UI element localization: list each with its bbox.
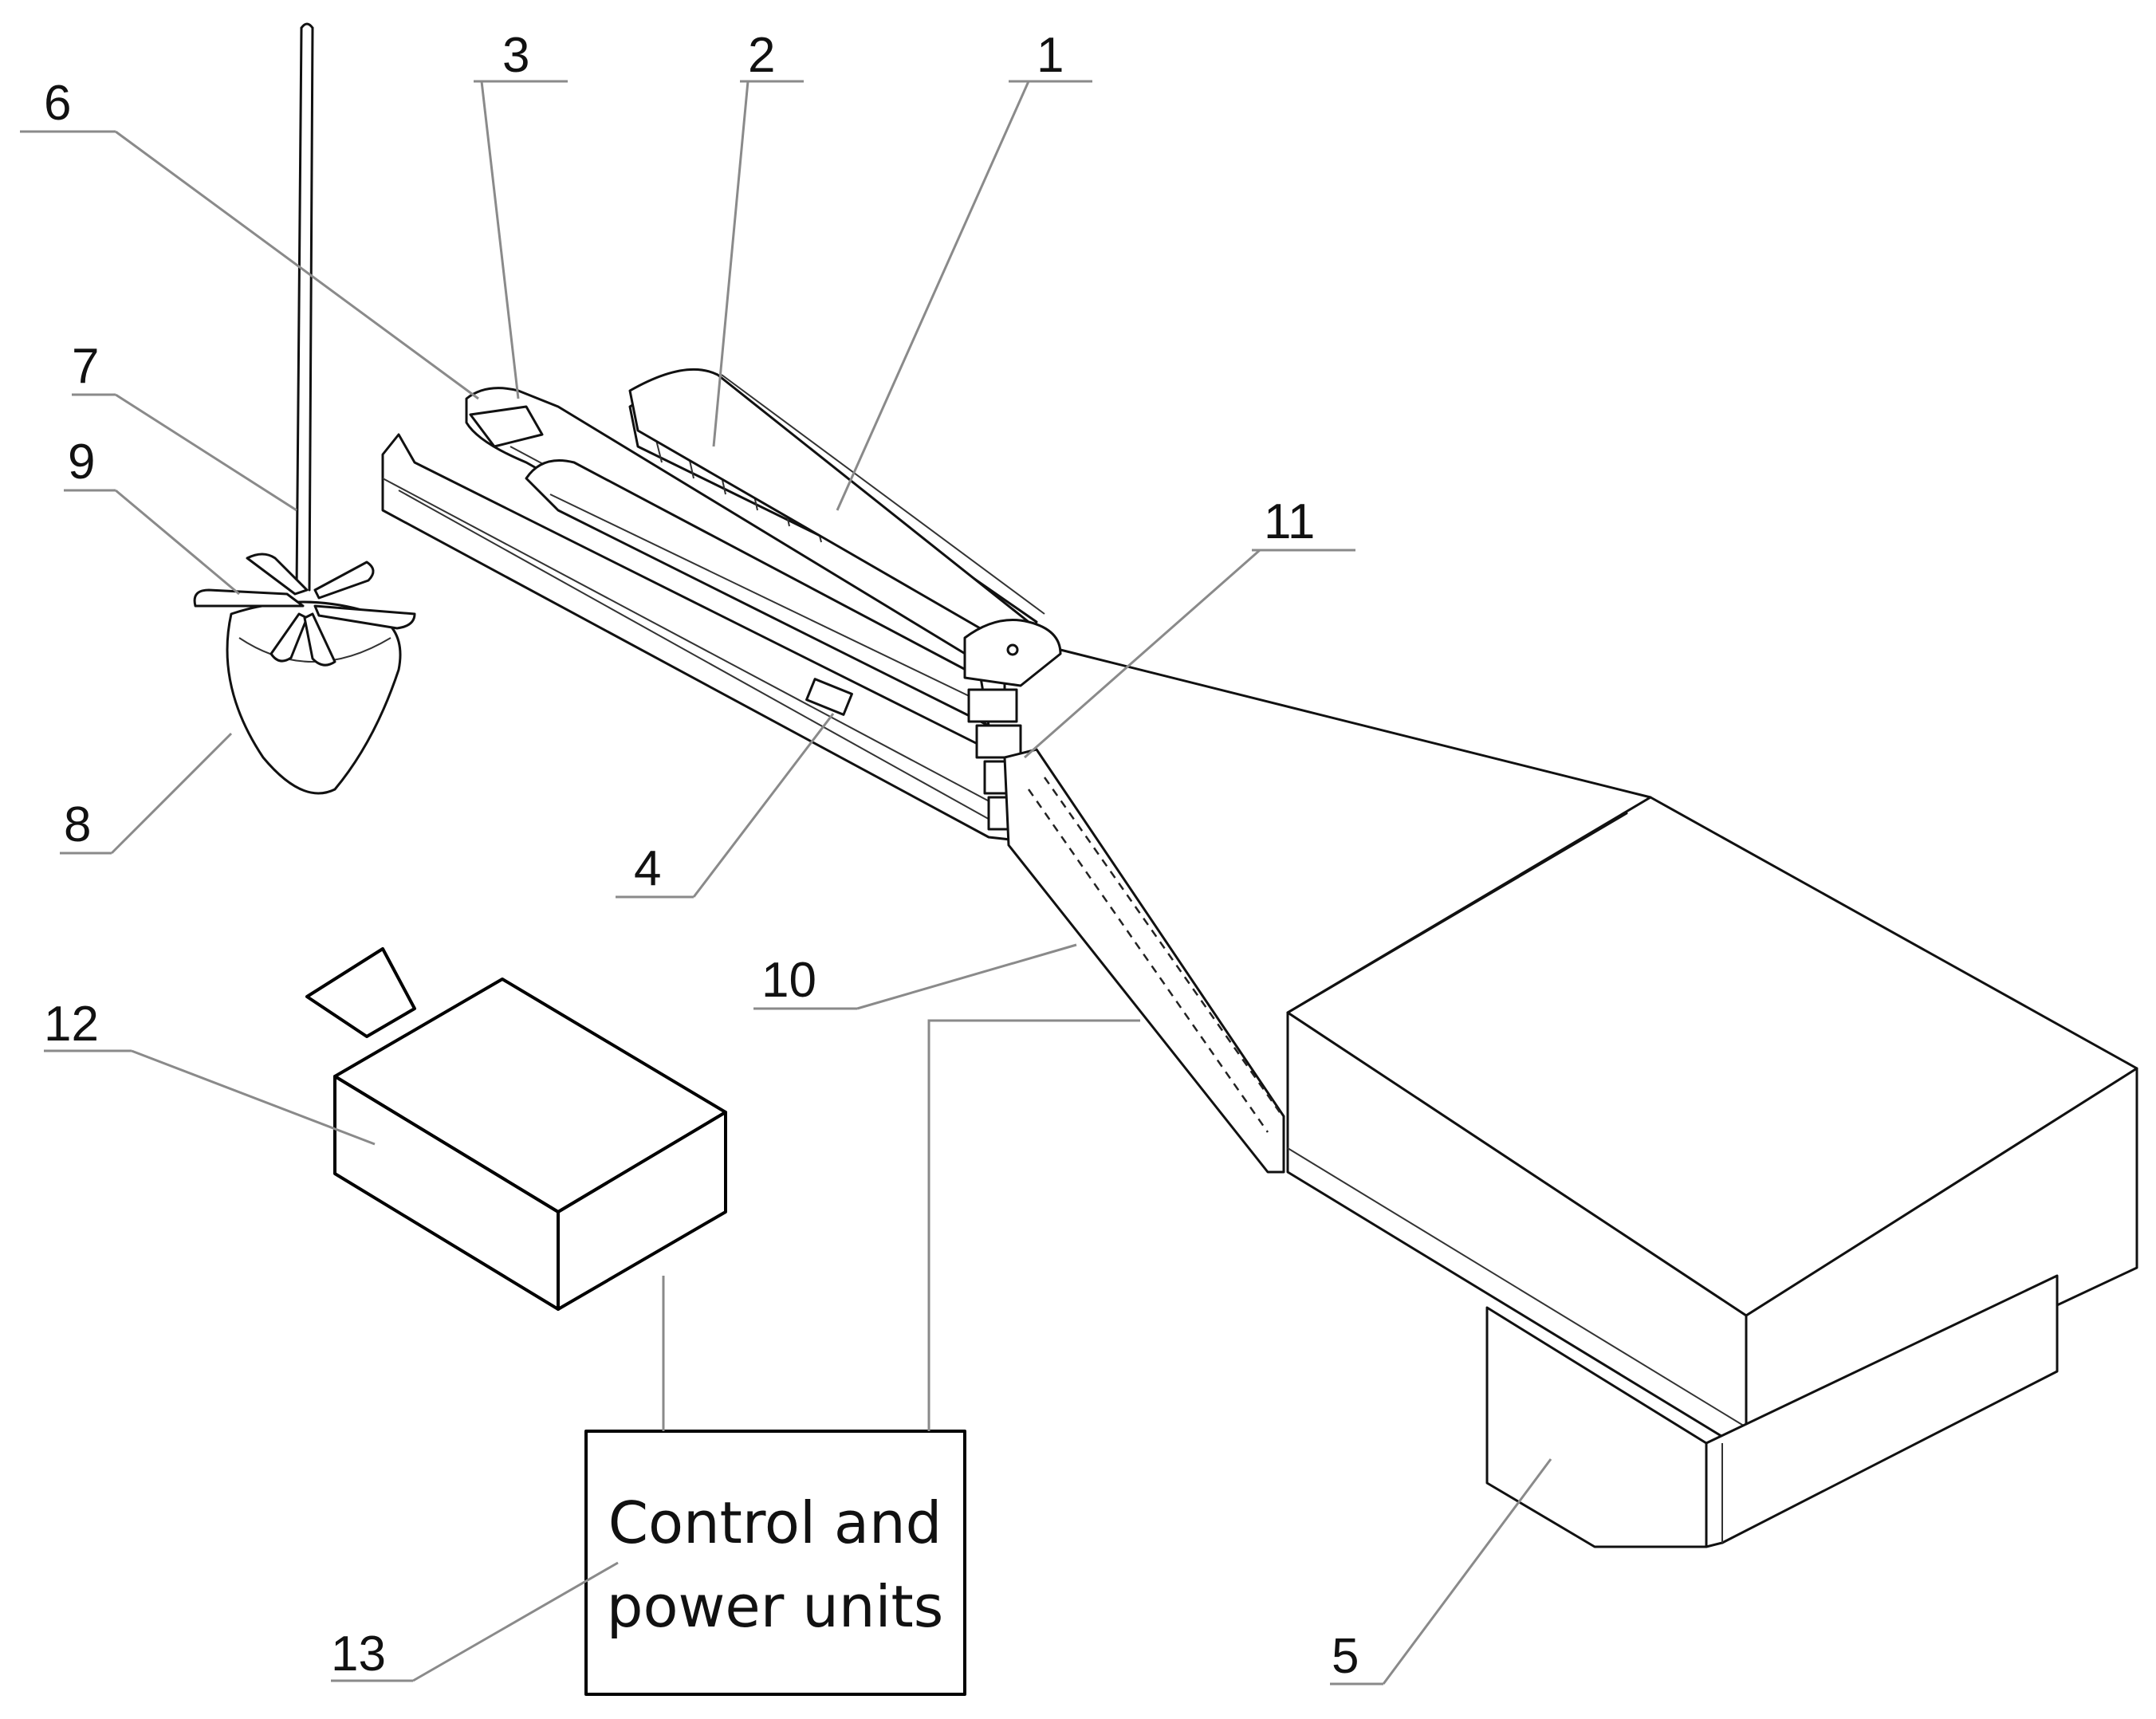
strawberry-stem-edge xyxy=(308,26,314,592)
base-unit xyxy=(1286,796,2138,1548)
control-box xyxy=(584,1430,966,1696)
control-box-line1: Control and xyxy=(608,1489,942,1556)
camera xyxy=(305,947,727,1311)
control-box-line2: power units xyxy=(607,1573,943,1640)
label-12: 12 xyxy=(44,997,99,1052)
motor-box-side xyxy=(1705,1274,2059,1548)
camera-side-face xyxy=(557,1111,727,1311)
label-2: 2 xyxy=(748,28,775,83)
label-13: 13 xyxy=(331,1627,386,1682)
strawberry-sepals xyxy=(193,553,416,667)
sensor-4 xyxy=(805,678,853,716)
label-3: 3 xyxy=(502,28,529,83)
label-9: 9 xyxy=(68,435,95,490)
pivot-pin xyxy=(1006,643,1019,656)
arm-wire xyxy=(927,1019,1140,1431)
pivot-block xyxy=(963,619,1062,687)
motor-box-front xyxy=(1485,1306,1708,1548)
base-right-face xyxy=(1745,1067,2138,1453)
label-7: 7 xyxy=(72,339,99,394)
label-1: 1 xyxy=(1037,28,1064,83)
upper-cable xyxy=(1059,648,1652,799)
control-power-unit: Control and power units xyxy=(584,1019,1140,1696)
label-8: 8 xyxy=(64,797,91,852)
finger-tip xyxy=(469,405,544,448)
gripper-assembly xyxy=(381,368,1062,843)
label-4: 4 xyxy=(634,841,661,896)
telescopic-arm xyxy=(1003,748,1285,1174)
label-5: 5 xyxy=(1332,1629,1359,1684)
part-callouts: 1 2 3 6 7 9 8 11 4 1 xyxy=(20,28,1552,1686)
strawberry-plant xyxy=(193,22,416,795)
label-6: 6 xyxy=(44,76,71,131)
strawberry-stem xyxy=(295,26,303,592)
camera-viewfinder xyxy=(305,947,416,1038)
arm-link xyxy=(1003,648,1652,1174)
label-11: 11 xyxy=(1264,494,1315,549)
strawberry-fruit xyxy=(226,600,402,795)
label-10: 10 xyxy=(761,953,816,1008)
